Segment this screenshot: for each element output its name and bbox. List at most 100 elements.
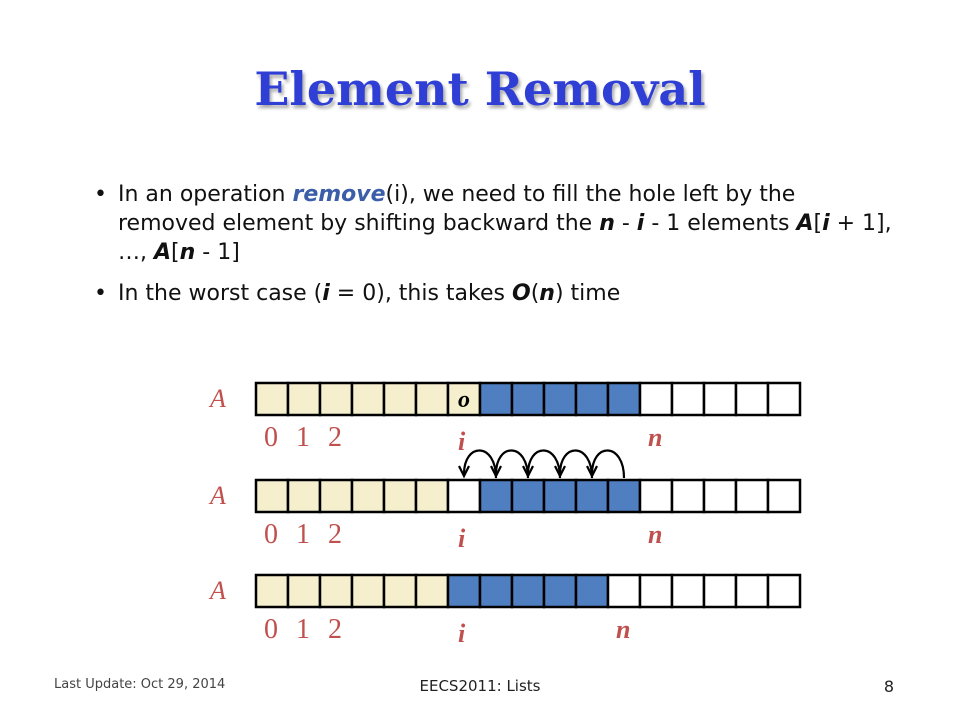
array-cell (318, 381, 354, 417)
bullet-text: - 1 elements (644, 211, 797, 236)
emphasis-text: A (796, 211, 814, 236)
array-cell (318, 478, 354, 514)
emphasis-text: i (636, 211, 645, 236)
bullet-item: In the worst case (i = 0), this takes O(… (94, 279, 894, 308)
index-label: 2 (328, 422, 342, 453)
emphasis-text: n (599, 211, 615, 236)
bullet-list: In an operation remove(i), we need to fi… (94, 180, 894, 320)
array-cell (286, 381, 322, 417)
array-cell (734, 573, 770, 609)
shift-arrow (558, 449, 594, 479)
shift-arrow (526, 449, 562, 479)
shift-arrow-head (458, 465, 470, 479)
hole-marker: o (458, 387, 470, 413)
n-label: n (616, 615, 630, 644)
array-cell (350, 573, 386, 609)
shift-arrow (590, 449, 626, 479)
array-cell (414, 381, 450, 417)
array-cell (734, 381, 770, 417)
bullet-text: (i), we need to fill the hole left by th… (118, 182, 796, 236)
array-cell (286, 573, 322, 609)
bullet-text: [ (171, 240, 180, 265)
emphasis-text: A (154, 240, 172, 265)
array-cell (254, 478, 290, 514)
array-cell (670, 573, 706, 609)
array-cell (638, 478, 674, 514)
array-cell (510, 478, 546, 514)
shift-arrow (494, 449, 530, 479)
emphasis-text: remove (292, 182, 386, 207)
array-cell (478, 381, 514, 417)
array-cell (670, 381, 706, 417)
array-cell (702, 478, 738, 514)
bullet-text: + 1], …, (118, 211, 892, 265)
array-cell (318, 573, 354, 609)
array-cell (638, 381, 674, 417)
array-cell (414, 573, 450, 609)
bullet-text: [ (813, 211, 823, 236)
bullet-text: ) time (554, 281, 621, 306)
array-cell (414, 478, 450, 514)
array-cell (510, 381, 546, 417)
emphasis-text: n (179, 240, 196, 265)
emphasis-text: i (822, 211, 830, 236)
shift-arrow (462, 449, 498, 479)
array-cell (478, 478, 514, 514)
index-label: 0 (264, 422, 278, 453)
array-label: A (208, 384, 226, 413)
array-cell (702, 381, 738, 417)
array-cell (382, 478, 418, 514)
array-cell (446, 573, 482, 609)
array-cell (734, 478, 770, 514)
array-cell (766, 381, 802, 417)
i-label: i (458, 427, 466, 456)
bullet-text: In an operation (118, 182, 293, 207)
index-label: 2 (328, 519, 342, 550)
array-cell (670, 478, 706, 514)
shift-arrow-head (554, 465, 566, 479)
shift-arrow-head (522, 465, 534, 479)
shift-arrow-head (490, 465, 502, 479)
array-cell (766, 573, 802, 609)
array-cell (382, 381, 418, 417)
array-cell (702, 573, 738, 609)
n-label: n (648, 423, 662, 452)
array-cell (446, 381, 482, 417)
array-cell (254, 573, 290, 609)
emphasis-text: n (539, 281, 555, 306)
i-label: i (458, 619, 466, 648)
page-number: 8 (883, 677, 894, 696)
footer-date: Last Update: Oct 29, 2014 (54, 677, 226, 692)
array-cell (574, 573, 610, 609)
array-cell (606, 478, 642, 514)
index-label: 1 (296, 614, 310, 645)
array-cell (542, 381, 578, 417)
array-cell (574, 381, 610, 417)
array-cell (542, 573, 578, 609)
bullet-text: - (614, 211, 637, 236)
array-cell (542, 478, 578, 514)
array-label: A (208, 576, 226, 605)
index-label: 1 (296, 519, 310, 550)
bullet-text: - 1] (195, 240, 240, 265)
emphasis-text: O (512, 281, 531, 306)
slide-title: Element Removal (254, 62, 706, 116)
bullet-text: ( (530, 281, 540, 306)
footer-course: EECS2011: Lists (419, 677, 541, 695)
array-cell (606, 573, 642, 609)
array-cell (638, 573, 674, 609)
array-cell (382, 573, 418, 609)
array-cell (606, 381, 642, 417)
i-label: i (458, 524, 466, 553)
index-label: 0 (264, 519, 278, 550)
bullet-item: In an operation remove(i), we need to fi… (94, 180, 894, 267)
index-label: 1 (296, 422, 310, 453)
array-cell (254, 381, 290, 417)
emphasis-text: i (322, 281, 330, 306)
shift-arrow-head (586, 465, 598, 479)
array-cell (510, 573, 546, 609)
bullet-text: = 0), this takes (329, 281, 512, 306)
array-cell (766, 478, 802, 514)
array-cell (574, 478, 610, 514)
